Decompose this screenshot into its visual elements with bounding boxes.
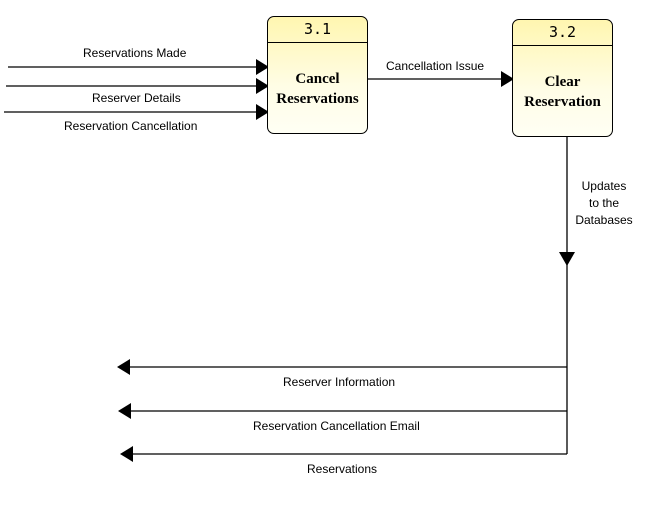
- flow-label: Cancellation Issue: [386, 59, 485, 73]
- process-name: Cancel Reservations: [268, 43, 367, 109]
- process-box-clear-reservation: 3.2 Clear Reservation: [512, 19, 613, 137]
- arrowhead-down: [559, 252, 575, 266]
- arrowhead-left: [118, 403, 131, 419]
- flow-label: Reservations: [307, 462, 378, 476]
- flow-label-line: Updates: [581, 179, 627, 193]
- flow-label-line: to the: [588, 196, 620, 210]
- arrowhead-right: [501, 71, 514, 87]
- process-name-line: Cancel: [295, 71, 340, 87]
- flow-label: Reserver Details: [92, 91, 181, 105]
- process-box-cancel-reservations: 3.1 Cancel Reservations: [267, 16, 368, 134]
- flow-label: Reservations Made: [83, 46, 187, 60]
- arrowhead-right: [256, 59, 269, 75]
- process-name: Clear Reservation: [513, 46, 612, 112]
- flow-label: Reservation Cancellation Email: [253, 419, 420, 433]
- arrowhead-left: [117, 359, 130, 375]
- process-name-line: Reservations: [276, 91, 359, 107]
- process-number: 3.1: [268, 17, 367, 43]
- flow-label-line: Databases: [575, 213, 633, 227]
- process-name-line: Clear: [544, 74, 581, 90]
- process-number: 3.2: [513, 20, 612, 46]
- flow-label: Reservation Cancellation: [64, 119, 198, 133]
- flow-label-updates-to-databases: Updates to the Databases: [566, 179, 642, 227]
- arrowhead-left: [120, 446, 133, 462]
- flow-label: Reserver Information: [283, 375, 396, 389]
- arrowhead-right: [256, 78, 269, 94]
- process-name-line: Reservation: [524, 94, 601, 110]
- arrowhead-right: [256, 104, 269, 120]
